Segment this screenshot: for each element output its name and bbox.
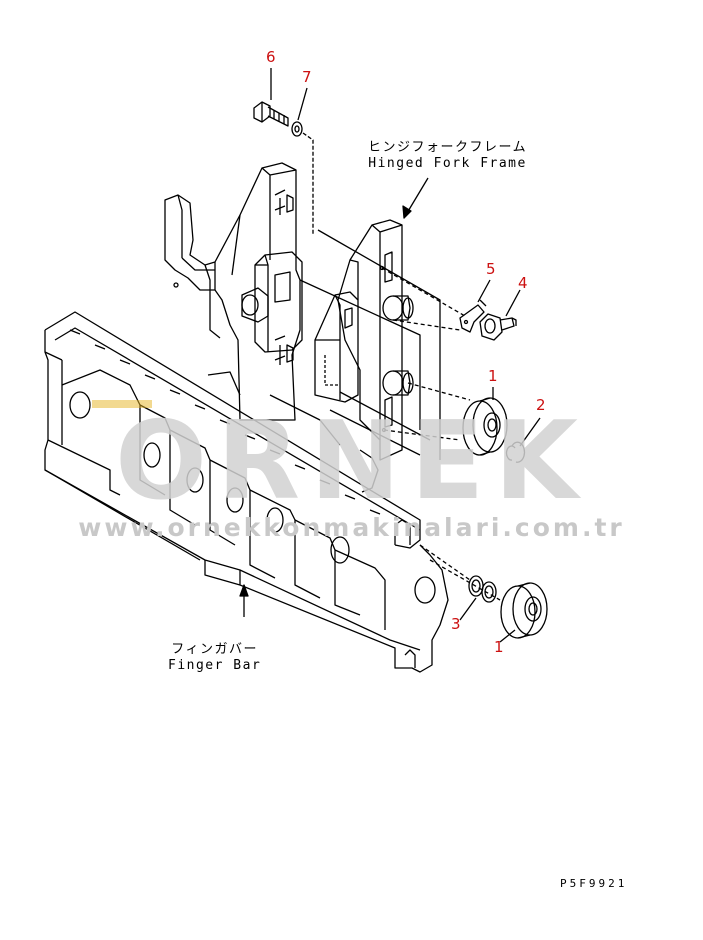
hinged-fork-frame-label-en: Hinged Fork Frame [368,156,527,172]
hinged-fork-frame-left [164,162,301,421]
finger-bar-label-jp: フィンガバー [171,642,259,657]
finger-bar-label: フィンガバー Finger Bar [168,642,261,675]
ring-pair-part [468,575,497,603]
hinged-fork-frame-label-jp: ヒンジフォークフレーム [368,140,528,155]
roller-part-upper [462,397,508,456]
hinged-fork-frame-label: ヒンジフォークフレーム Hinged Fork Frame [368,140,527,173]
snap-ring-part [505,441,526,463]
lock-plate-part [459,299,487,333]
callout-3: 3 [451,615,461,633]
callout-4: 4 [518,274,528,292]
drawing-code: P5F9921 [560,877,628,890]
center-block [241,251,303,353]
callout-leader-1b [499,629,516,643]
callout-6: 6 [266,48,276,66]
callout-1-upper: 1 [488,367,498,385]
callout-leader-4 [505,289,521,317]
watermark-accent-bar [92,400,152,408]
bolt-part [253,101,289,127]
finger-bar [44,311,449,673]
callout-leader-7 [297,87,308,121]
callout-5: 5 [486,260,496,278]
watermark-brand: ORNEK [115,399,588,524]
callout-7: 7 [302,68,312,86]
finger-bar-arrowhead [239,584,249,597]
grease-fitting-part [479,313,517,341]
washer-part [291,121,303,137]
finger-bar-label-en: Finger Bar [168,658,262,674]
fork-frame-arrowhead [402,205,412,219]
callout-1-lower: 1 [494,638,504,656]
middle-bracket [314,291,359,403]
roller-part-lower [500,582,548,639]
callout-leader-5 [477,279,491,303]
callout-leader-3 [459,597,477,621]
callout-leader-2 [519,417,541,447]
callout-2: 2 [536,396,546,414]
watermark-url: www.ornekkonmakinalari.com.tr [78,513,625,542]
